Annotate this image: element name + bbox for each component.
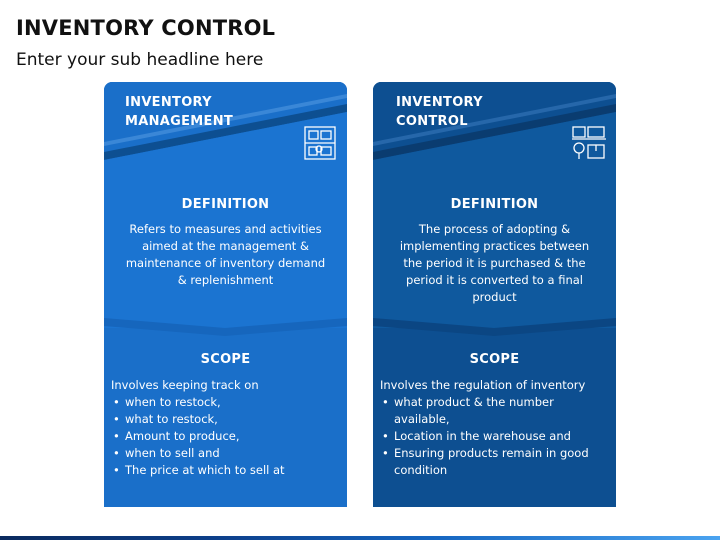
scope-list-item: when to restock,	[111, 394, 339, 411]
definition-title: DEFINITION	[181, 197, 270, 212]
header-diagonal-stripes	[104, 94, 347, 164]
scope-list-item: Location in the warehouse and	[380, 428, 608, 445]
scope-intro: Involves keeping track on	[111, 378, 259, 392]
card-header-line2: CONTROL	[396, 114, 468, 129]
scope-list-item: what product & the number available,	[380, 394, 608, 428]
scope-title: SCOPE	[200, 352, 251, 367]
card-header-title: INVENTORY CONTROL	[396, 93, 483, 131]
card-header-line1: INVENTORY	[396, 95, 483, 110]
section-divider-chevron	[104, 318, 347, 336]
card-header: INVENTORY MANAGEMENT	[104, 82, 347, 164]
definition-text: Refers to measures and activities aimed …	[125, 222, 326, 287]
definition-title: DEFINITION	[450, 197, 539, 212]
card-header-line2: MANAGEMENT	[125, 114, 234, 129]
scope-section: SCOPE Involves the regulation of invento…	[373, 336, 616, 507]
card-header: INVENTORY CONTROL	[373, 82, 616, 164]
inventory-worker-boxes-icon	[572, 126, 606, 159]
card-header-title: INVENTORY MANAGEMENT	[125, 93, 233, 131]
definition-text: The process of adopting & implementing p…	[399, 222, 590, 304]
warehouse-boxes-icon	[304, 126, 336, 160]
scope-list-item: Amount to produce,	[111, 428, 339, 445]
card-header-line1: INVENTORY	[125, 95, 212, 110]
scope-list-item: what to restock,	[111, 411, 339, 428]
header-diagonal-stripes	[373, 94, 616, 164]
definition-section: DEFINITION Refers to measures and activi…	[104, 164, 347, 328]
page-title: INVENTORY CONTROL	[16, 16, 276, 40]
scope-list: what product & the number available, Loc…	[380, 394, 608, 479]
card-inventory-control: INVENTORY CONTROL DEFINITION The process…	[373, 82, 616, 507]
card-inventory-management: INVENTORY MANAGEMENT DEFINITION Refers t…	[104, 82, 347, 507]
scope-title: SCOPE	[469, 352, 520, 367]
scope-intro: Involves the regulation of inventory	[380, 378, 586, 392]
section-divider-chevron	[373, 318, 616, 336]
scope-list-item: Ensuring products remain in good conditi…	[380, 445, 608, 479]
scope-list: when to restock, what to restock, Amount…	[111, 394, 339, 479]
scope-section: SCOPE Involves keeping track on when to …	[104, 336, 347, 507]
scope-list-item: when to sell and	[111, 445, 339, 462]
bottom-gradient-bar	[0, 536, 720, 540]
definition-section: DEFINITION The process of adopting & imp…	[373, 164, 616, 328]
scope-list-item: The price at which to sell at	[111, 462, 339, 479]
page-subtitle: Enter your sub headline here	[16, 50, 264, 70]
